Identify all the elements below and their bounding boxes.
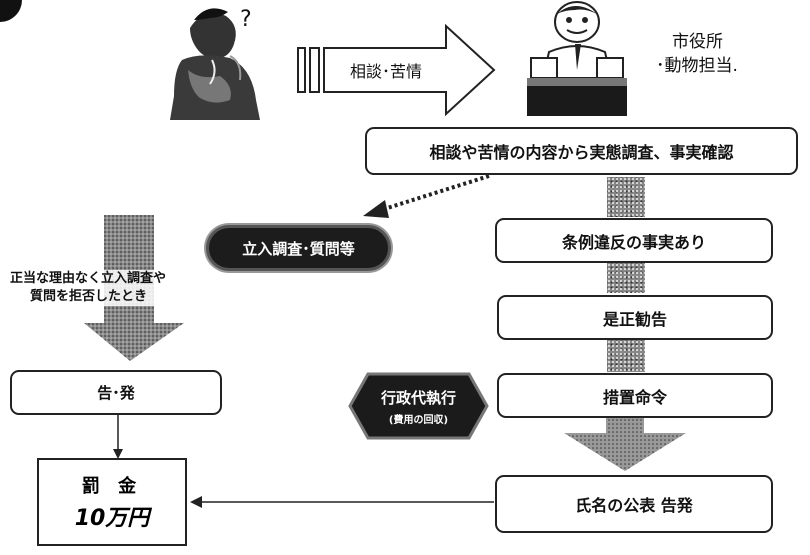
connector-1: [607, 177, 645, 217]
dotted-arrow: [363, 174, 490, 218]
city-hall-label-line-2: ･動物担当.: [656, 56, 738, 76]
execution-badge-title: 行政代執行: [380, 388, 456, 407]
violation-box: 条例違反の事実あり: [495, 218, 773, 263]
confused-person-figure: ?: [160, 0, 275, 120]
svg-text:?: ?: [240, 7, 252, 32]
connector-2: [607, 263, 645, 293]
publication-to-fine-arrow: [190, 496, 494, 508]
fine-box: 罰 金 10万円: [37, 458, 187, 546]
order-box: 措置命令: [497, 373, 773, 418]
city-hall-label: 市役所 ･動物担当.: [656, 30, 738, 78]
downward-arrow-right: [564, 415, 686, 471]
execution-badge: 行政代執行 (費用の回収): [346, 376, 491, 436]
consultation-arrow-label: 相談･苦情: [350, 62, 423, 81]
refusal-note-line-2: 質問を拒否したとき: [30, 289, 148, 304]
fine-label: 罰 金: [81, 476, 143, 497]
city-hall-label-line-1: 市役所: [672, 32, 723, 52]
refusal-note: 正当な理由なく立入調査や 質問を拒否したとき: [10, 270, 167, 306]
execution-badge-sub: (費用の回収): [388, 414, 449, 426]
investigation-box: 相談や苦情の内容から実態調査、事実確認: [365, 127, 798, 175]
complaint-to-fine-line: [113, 415, 123, 459]
fine-amount: 10万円: [74, 506, 150, 531]
officer-desk-figure: [527, 1, 627, 116]
recommendation-box: 是正勧告: [497, 295, 773, 340]
refusal-note-line-1: 正当な理由なく立入調査や: [10, 271, 167, 286]
inspection-pill: 立入調査･質問等: [206, 225, 391, 271]
connector-3: [607, 340, 645, 372]
corner-bullet: [0, 0, 22, 22]
consultation-arrow: [297, 23, 496, 117]
complaint-box: 告･発: [10, 370, 222, 415]
execution-badge-shape: [348, 372, 489, 440]
publication-box: 氏名の公表 告発: [495, 475, 773, 533]
